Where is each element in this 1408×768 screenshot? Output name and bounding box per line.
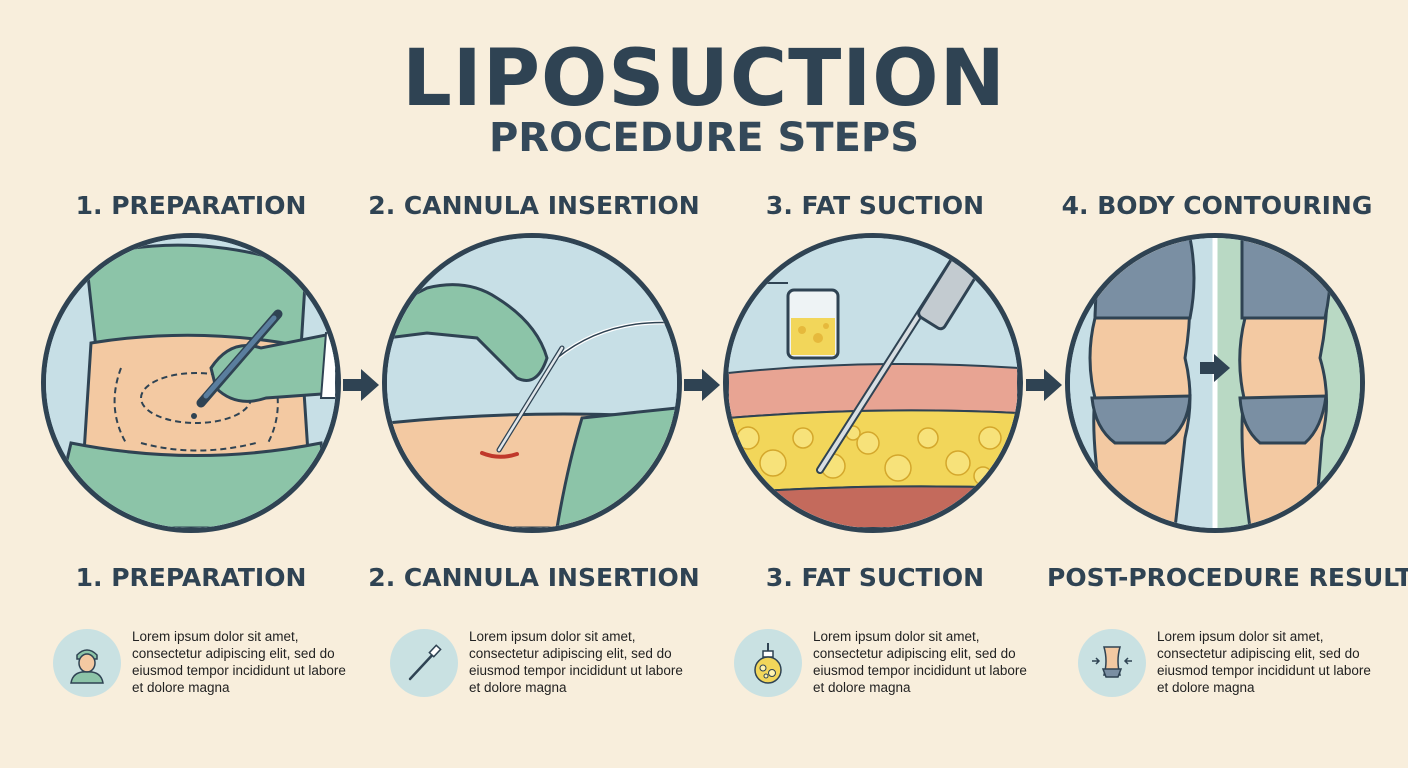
step-1-heading: 1. PREPARATION — [75, 191, 307, 220]
step-4-footer-heading: POST-PROCEDURE RESULTS — [1047, 563, 1408, 592]
step-3-illustration — [723, 233, 1023, 533]
step-2-heading: 2. CANNULA INSERTION — [368, 191, 700, 220]
step-1-illustration — [41, 233, 341, 533]
step-1-footer-heading: 1. PREPARATION — [75, 563, 307, 592]
page-subtitle: PROCEDURE STEPS — [488, 115, 920, 161]
arrow-right-icon — [343, 369, 379, 401]
waist-contour-icon — [1078, 629, 1146, 697]
fat-flask-icon — [734, 629, 802, 697]
step-4-illustration — [1065, 233, 1365, 533]
step-4-heading: 4. BODY CONTOURING — [1061, 191, 1373, 220]
cannula-icon — [390, 629, 458, 697]
step-1-description: Lorem ipsum dolor sit amet, consectetur … — [132, 629, 346, 695]
step-2-description: Lorem ipsum dolor sit amet, consectetur … — [469, 629, 683, 695]
arrow-right-icon — [684, 369, 720, 401]
step-3-footer-heading: 3. FAT SUCTION — [765, 563, 985, 592]
surgeon-icon — [53, 629, 121, 697]
step-3-heading: 3. FAT SUCTION — [765, 191, 985, 220]
step-2-footer-heading: 2. CANNULA INSERTION — [368, 563, 700, 592]
arrow-right-icon — [1026, 369, 1062, 401]
page-title: LIPOSUCTION — [402, 34, 1006, 124]
step-3-description: Lorem ipsum dolor sit amet, consectetur … — [813, 629, 1027, 695]
step-2-illustration — [382, 233, 682, 533]
step-4-description: Lorem ipsum dolor sit amet, consectetur … — [1157, 629, 1371, 695]
